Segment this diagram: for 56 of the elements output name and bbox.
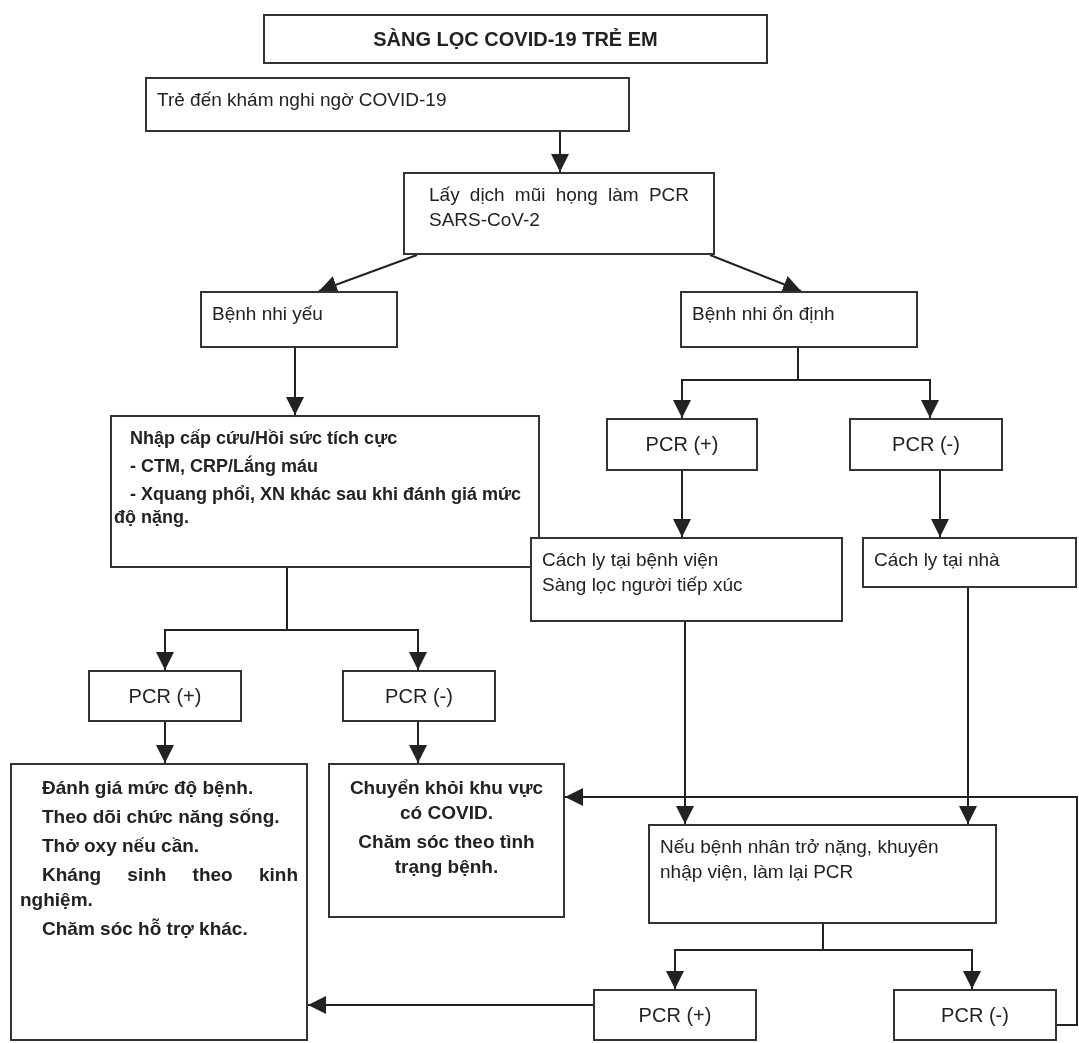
arrow [307,996,594,1014]
arrow [931,470,949,538]
process-box [593,989,757,1041]
box-text: Cách ly tại nhà [874,548,1001,572]
box-text: PCR (+) [645,432,719,458]
arrow [551,131,569,173]
process-box [200,291,398,348]
box-text: Bệnh nhi yếu [212,302,324,326]
box-text: PCR (-) [892,432,960,458]
process-box [530,537,843,622]
box-text: Bệnh nhi ổn định [692,302,836,326]
process-box [342,670,496,722]
box-text: PCR (+) [128,683,202,709]
arrow [318,254,418,294]
box-text: Đánh giá mức độ bệnh. [41,776,255,800]
box-text: Sàng lọc người tiếp xúc [542,573,744,598]
process-box [606,418,758,471]
box-text: PCR (-) [385,683,453,709]
box-text: Thở oxy nếu cần. [41,834,201,859]
arrow [673,470,691,538]
box-text: Lấy dịch mũi họng làm PCR SARS-CoV-2 [429,183,689,233]
arrow [409,721,427,764]
process-box [10,763,308,1041]
box-text: Chăm sóc theo tình trạng bệnh. [357,830,536,880]
title-box [263,14,768,64]
arrow [286,347,304,416]
arrow [797,347,939,419]
title-text: SÀNG LỌC COVID-19 TRẺ EM [373,26,658,52]
arrow [286,567,427,671]
box-text: - Xquang phổi, XN khác sau khi đánh giá mức độ nặng. [114,482,523,530]
box-text: Nhập cấp cứu/Hồi sức tích cực [129,427,399,450]
box-text: Chăm sóc hỗ trợ khác. [41,917,249,942]
box-text: PCR (+) [638,1002,712,1028]
process-box [893,989,1057,1041]
arrow [959,587,977,825]
box-text: Cách ly tại bệnh viện [542,548,720,572]
process-box [145,77,630,132]
box-text: Kháng sinh theo kinh nghiệm. [20,863,298,913]
process-box [110,415,540,568]
process-box [862,537,1077,588]
process-box [680,291,918,348]
arrow [676,621,694,825]
box-text: Theo dõi chức năng sống. [41,805,281,830]
process-box [88,670,242,722]
arrow [709,254,802,293]
process-box [328,763,565,918]
box-text: - CTM, CRP/Lắng máu [129,454,319,478]
process-box [849,418,1003,471]
box-text: Nếu bệnh nhân trở nặng, khuyên nhập viện, làm lại PCR [660,835,940,885]
process-box [403,172,715,255]
box-text: Chuyển khỏi khu vực có COVID. [348,776,545,826]
arrow [156,721,174,764]
arrow [564,788,1078,1026]
box-text: Trẻ đến khám nghi ngờ COVID-19 [157,88,448,112]
box-text: PCR (-) [941,1002,1009,1028]
process-box [648,824,997,924]
